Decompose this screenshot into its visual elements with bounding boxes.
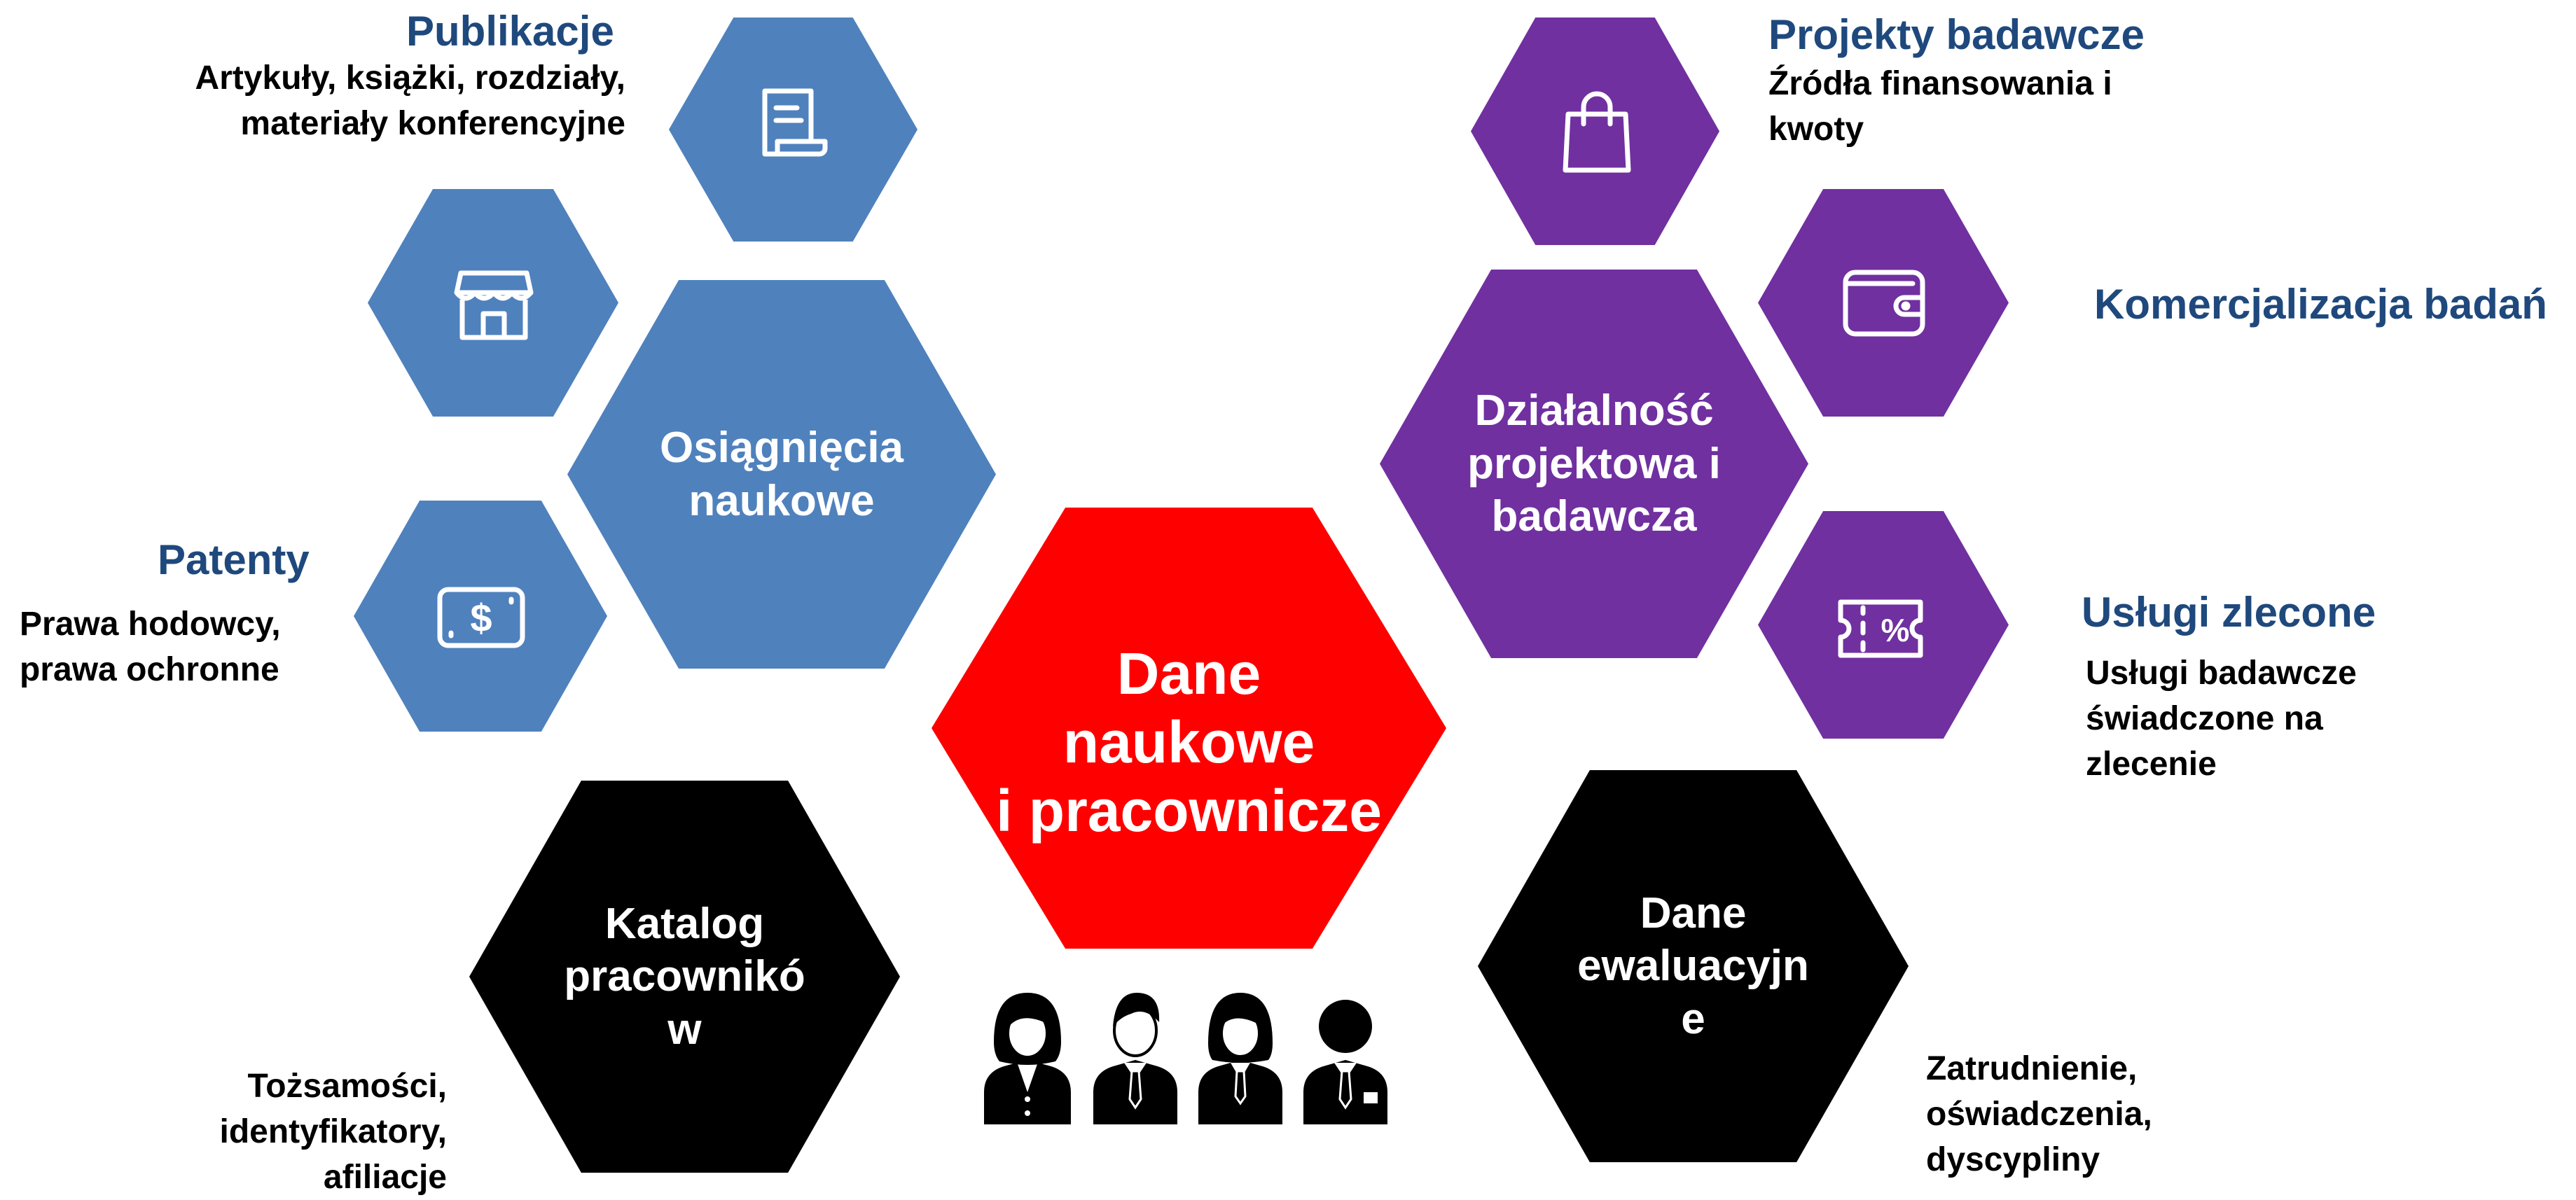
people-icon	[977, 987, 1418, 1127]
commercialization-title: Komercjalizacja badań	[2094, 281, 2547, 328]
research-projects-hexagon[interactable]	[1471, 18, 1719, 245]
center-hexagon[interactable]: Dane naukowe i pracownicze	[932, 508, 1446, 949]
catalog-hexagon[interactable]: Katalog pracownikó w	[469, 781, 900, 1173]
services-hexagon[interactable]	[1758, 511, 2009, 739]
svg-text:$: $	[470, 596, 492, 640]
patents-description: Prawa hodowcy, prawa ochronne	[20, 606, 281, 688]
catalog-description: Tożsamości, identyfikatory, afiliacje	[219, 1068, 447, 1196]
projects-hexagon[interactable]: Działalność projektowa i badawcza	[1380, 270, 1808, 658]
publications-title: Publikacje	[406, 8, 614, 55]
man-icon	[1093, 993, 1177, 1124]
discount-ticket-icon: %	[1835, 595, 1926, 662]
achievements-hexagon[interactable]: Osiągnięcia naukowe	[567, 280, 996, 669]
commercialization-hexagon[interactable]	[1758, 189, 2009, 417]
store-hexagon[interactable]	[368, 189, 618, 417]
evaluation-description: Zatrudnienie, oświadczenia, dyscypliny	[1926, 1050, 2152, 1178]
money-card-icon: $	[434, 582, 529, 653]
shopping-bag-icon	[1558, 88, 1635, 179]
svg-text:%: %	[1881, 612, 1910, 648]
evaluation-hexagon[interactable]: Dane ewaluacyjn e	[1478, 770, 1909, 1162]
services-description: Usługi badawcze świadczone na zlecenie	[2086, 655, 2357, 783]
woman-icon	[984, 993, 1071, 1124]
publications-hexagon[interactable]	[669, 18, 917, 242]
man-silhouette-icon	[1303, 1000, 1387, 1124]
research-projects-title: Projekty badawcze	[1768, 11, 2145, 58]
catalog-label: Katalog pracownikó w	[564, 899, 805, 1054]
center-label: Dane naukowe i pracownicze	[996, 640, 1382, 844]
woman-tie-icon	[1198, 993, 1282, 1124]
services-title: Usługi zlecone	[2082, 589, 2376, 636]
achievements-label: Osiągnięcia naukowe	[659, 423, 904, 525]
research-projects-description: Źródła finansowania i kwoty	[1768, 65, 2112, 148]
publications-description: Artykuły, książki, rozdziały, materiały …	[195, 60, 625, 142]
patents-title: Patenty	[158, 536, 310, 583]
storefront-icon	[448, 259, 539, 347]
evaluation-label: Dane ewaluacyjn e	[1577, 888, 1809, 1043]
wallet-icon	[1838, 263, 1930, 343]
patents-hexagon[interactable]	[354, 501, 607, 732]
projects-label: Działalność projektowa i badawcza	[1467, 386, 1721, 541]
document-icon	[749, 77, 840, 168]
